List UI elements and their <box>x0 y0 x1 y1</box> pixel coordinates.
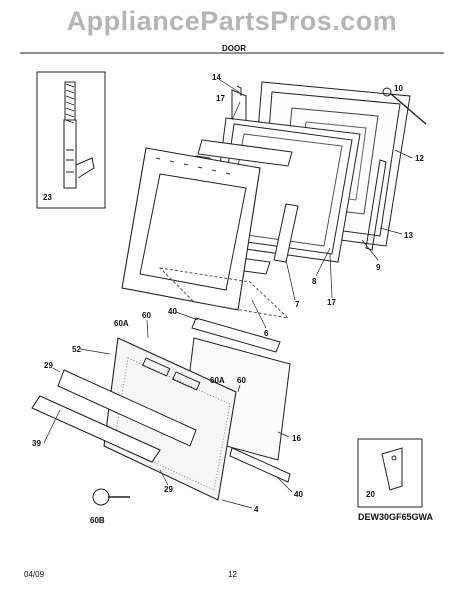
callout-9: 9 <box>376 263 381 272</box>
callout-23: 23 <box>43 193 52 202</box>
model-number: DEW30GF65GWA <box>358 512 434 522</box>
footer-date: 04/09 <box>24 570 45 579</box>
callout-16: 16 <box>292 434 301 443</box>
part-20-inset <box>357 438 423 508</box>
callout-10: 10 <box>394 84 403 93</box>
callout-13: 13 <box>404 231 413 240</box>
callout-20: 20 <box>366 490 375 499</box>
watermark: AppliancePartsPros.com <box>66 6 398 36</box>
footer-page-number: 12 <box>228 570 237 579</box>
part-40-bracket-top <box>191 317 281 353</box>
callout-4: 4 <box>254 505 259 514</box>
callout-40a: 40 <box>168 307 177 316</box>
callout-52: 52 <box>72 345 81 354</box>
part-10-screw <box>382 87 427 125</box>
part-6-inner-frame <box>121 147 261 311</box>
part-40-bracket-bottom <box>229 447 291 483</box>
callout-8: 8 <box>312 277 317 286</box>
callout-7: 7 <box>295 300 300 309</box>
callout-60Ab: 60A <box>210 376 225 385</box>
callout-60B: 60B <box>90 516 105 525</box>
callout-17b: 17 <box>327 298 336 307</box>
callout-60A: 60A <box>114 319 129 328</box>
part-4-trim <box>57 369 197 447</box>
section-title: DOOR <box>222 44 246 53</box>
leader-lines <box>43 79 413 509</box>
callout-17: 17 <box>216 94 225 103</box>
part-39-handle <box>31 395 161 463</box>
callout-60: 60 <box>142 311 151 320</box>
callout-39: 39 <box>32 439 41 448</box>
callout-12: 12 <box>415 154 424 163</box>
dashed-outline <box>158 267 290 319</box>
callout-60b: 60 <box>237 376 246 385</box>
callout-29b: 29 <box>164 485 173 494</box>
part-13-strip <box>365 159 387 251</box>
callout-40b: 40 <box>294 490 303 499</box>
part-60B-screw <box>92 488 130 506</box>
callout-6: 6 <box>264 329 269 338</box>
hinge-inset <box>36 71 106 209</box>
callout-14: 14 <box>212 73 221 82</box>
callout-29a: 29 <box>44 361 53 370</box>
